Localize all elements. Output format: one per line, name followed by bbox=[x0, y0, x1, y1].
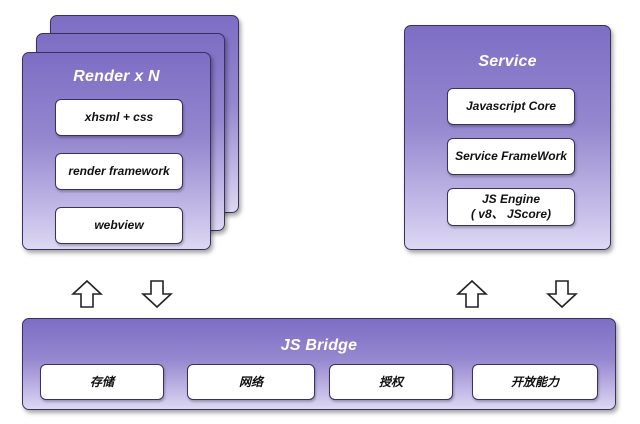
js-engine-line1: JS Engine bbox=[481, 192, 540, 206]
service-up-arrow-icon bbox=[456, 279, 488, 308]
bridge-panel: JS Bridge 存储 网络 授权 开放能力 bbox=[22, 318, 616, 410]
bridge-item-open-capabilities: 开放能力 bbox=[472, 364, 598, 400]
render-item-webview: webview bbox=[55, 207, 183, 244]
bridge-title: JS Bridge bbox=[280, 337, 358, 354]
bridge-item-storage: 存储 bbox=[40, 364, 164, 400]
service-item-service-framework: Service FrameWork bbox=[447, 138, 575, 175]
render-title: Render x N bbox=[73, 68, 160, 85]
render-item-xhsml-css: xhsml + css bbox=[55, 99, 183, 136]
service-item-js-engine: JS Engine ( v8、 JScore) bbox=[447, 188, 575, 226]
service-panel: Service Javascript Core Service FrameWor… bbox=[404, 25, 611, 250]
service-down-arrow-icon bbox=[546, 280, 578, 309]
service-item-javascript-core: Javascript Core bbox=[447, 88, 575, 125]
js-engine-line2: ( v8、 JScore) bbox=[470, 207, 552, 221]
render-item-render-framework: render framework bbox=[55, 153, 183, 190]
service-title: Service bbox=[478, 53, 537, 70]
render-down-arrow-icon bbox=[141, 280, 173, 309]
render-panel: Render x N xhsml + css render framework … bbox=[22, 52, 211, 250]
bridge-item-network: 网络 bbox=[187, 364, 315, 400]
render-up-arrow-icon bbox=[71, 279, 103, 308]
bridge-item-authorization: 授权 bbox=[329, 364, 453, 400]
